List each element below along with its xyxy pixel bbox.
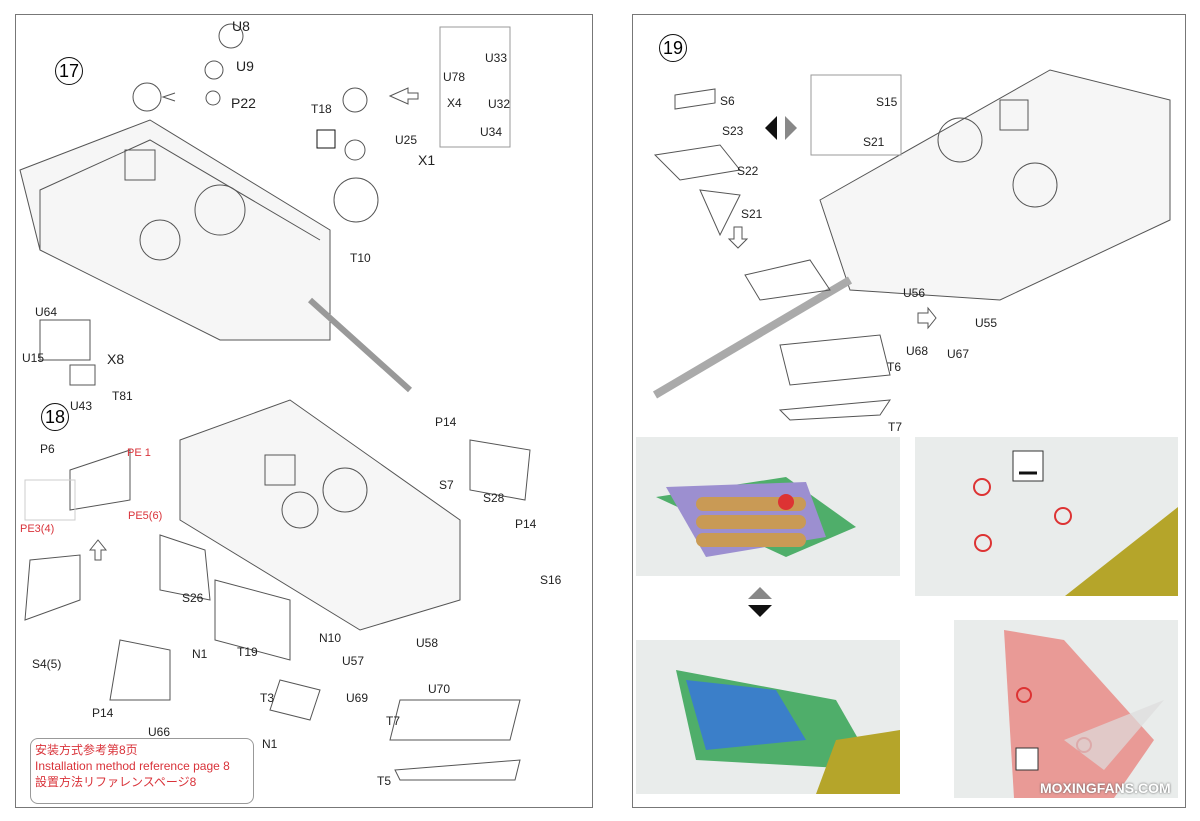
part-label: N1 (192, 647, 208, 661)
part-label: T6 (887, 360, 902, 374)
part-label: U78 (443, 70, 466, 84)
part-label: U33 (485, 51, 508, 65)
part-label: T7 (386, 714, 401, 728)
tank-hull-step17 (19, 119, 413, 393)
pe-label: PE3(4) (20, 523, 55, 535)
note-chinese: 安装方式参考第8页 (35, 743, 138, 757)
step-number-18: 18 (41, 403, 69, 431)
pe-label: PE 1 (127, 447, 151, 459)
tank-hull-step18 (179, 399, 461, 631)
part-label: U55 (975, 316, 998, 330)
part-label: U15 (22, 351, 45, 365)
photo-pink-part-holes (954, 620, 1178, 798)
part-label: T7 (888, 420, 903, 434)
part-label: X4 (447, 96, 462, 110)
part-label: S16 (540, 573, 562, 587)
part-label: S28 (483, 491, 505, 505)
part-label: T19 (237, 645, 258, 659)
part-label: U32 (488, 97, 511, 111)
step-number-17: 17 (55, 57, 83, 85)
part-label: S21 (863, 135, 885, 149)
photo-fitted-part (636, 640, 900, 794)
part-label: S21 (741, 207, 763, 221)
part-label: U64 (35, 305, 58, 319)
part-label: P6 (40, 442, 55, 456)
photo-drill-holes (915, 437, 1178, 596)
photo-ammo-rack-placement (636, 437, 900, 576)
part-label: X1 (418, 152, 436, 168)
part-label: U43 (70, 399, 93, 413)
part-label: X8 (107, 351, 125, 367)
part-label: U70 (428, 682, 451, 696)
watermark: MOXINGFANS.COM (1040, 780, 1171, 796)
part-label: U67 (947, 347, 970, 361)
part-label: U57 (342, 654, 365, 668)
part-label: U66 (148, 725, 171, 739)
part-label: U68 (906, 344, 929, 358)
note-japanese: 設置方法リファレンスページ8 (35, 775, 197, 789)
step-number-19: 19 (659, 34, 687, 62)
tank-hull-step19 (652, 69, 1171, 399)
part-label: T81 (112, 389, 133, 403)
part-label: U25 (395, 133, 418, 147)
part-label: U69 (346, 691, 369, 705)
part-label: S26 (182, 591, 204, 605)
part-label: S6 (720, 94, 735, 108)
part-label: U34 (480, 125, 503, 139)
part-label: S22 (737, 164, 759, 178)
note-english: Installation method reference page 8 (35, 759, 230, 773)
installation-reference-note: 安装方式参考第8页 Installation method reference … (30, 738, 254, 804)
part-label: T10 (350, 251, 371, 265)
part-label: P14 (92, 706, 114, 720)
part-label: U8 (232, 18, 250, 34)
part-label: S15 (876, 95, 898, 109)
part-label: S7 (439, 478, 454, 492)
part-label: U58 (416, 636, 439, 650)
part-label: P14 (515, 517, 537, 531)
part-label: T18 (311, 102, 332, 116)
part-label: T3 (260, 691, 275, 705)
part-label: S23 (722, 124, 744, 138)
part-label: N1 (262, 737, 278, 751)
part-label: U9 (236, 58, 254, 74)
part-label: P22 (231, 95, 256, 111)
pe-label: PE5(6) (128, 510, 163, 522)
part-label: N10 (319, 631, 342, 645)
part-label: S4(5) (32, 657, 62, 671)
part-label: T5 (377, 774, 392, 788)
part-label: P14 (435, 415, 457, 429)
part-label: U56 (903, 286, 926, 300)
